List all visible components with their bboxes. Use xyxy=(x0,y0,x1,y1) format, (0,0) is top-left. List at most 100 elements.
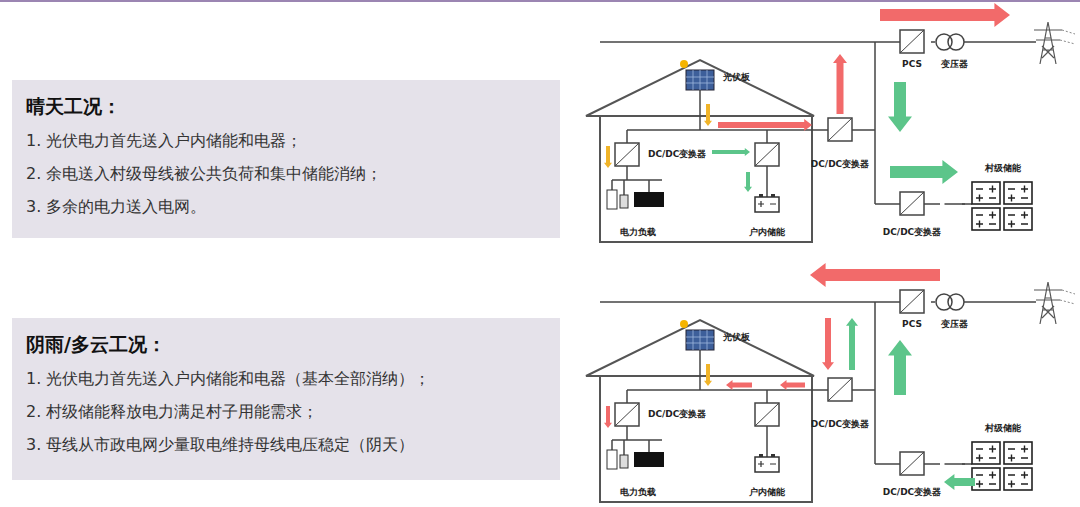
battery-terminal xyxy=(771,194,775,197)
panel-item: 1. 光伏电力首先送入户内储能和电器； xyxy=(26,124,546,157)
description-panel: 晴天工况：1. 光伏电力首先送入户内储能和电器；2. 余电送入村级母线被公共负荷… xyxy=(12,80,560,238)
flow-arrow xyxy=(780,380,805,390)
wire xyxy=(766,426,768,430)
component-label: 光伏板 xyxy=(723,72,750,83)
panel-item: 1. 光伏电力首先送入户内储能和电器（基本全部消纳）； xyxy=(26,362,546,395)
wire xyxy=(852,389,875,391)
wire xyxy=(627,389,828,391)
battery-terminal xyxy=(771,454,775,457)
battery-sign xyxy=(1008,186,1028,202)
wire xyxy=(755,403,779,426)
component-label-box: 光伏板 xyxy=(676,58,752,96)
component-label: PCS xyxy=(902,59,922,70)
converter-symbol xyxy=(900,290,924,313)
battery-icon xyxy=(755,197,779,212)
battery-icon xyxy=(972,468,1000,490)
flow-arrow xyxy=(604,406,612,428)
panel-item: 3. 多余的电力送入电网。 xyxy=(26,190,546,223)
battery-sign xyxy=(976,446,996,462)
component-label: 户内储能 xyxy=(749,227,785,238)
battery-icon xyxy=(972,182,1000,204)
wire xyxy=(924,203,940,205)
tv-icon xyxy=(634,452,664,467)
wire-connector xyxy=(766,170,768,190)
wire-connector xyxy=(945,203,966,205)
flow-arrow xyxy=(944,474,975,490)
transformer-symbol xyxy=(948,294,964,310)
battery-sign xyxy=(758,461,776,467)
wire xyxy=(766,166,768,170)
wire xyxy=(611,180,613,190)
battery-sign xyxy=(976,212,996,228)
wire xyxy=(755,143,779,166)
converter-symbol xyxy=(755,403,779,426)
wire xyxy=(875,203,900,205)
sun-icon xyxy=(680,320,688,328)
wire xyxy=(611,440,613,450)
battery-icon xyxy=(972,208,1000,230)
panel-item: 2. 余电送入村级母线被公共负荷和集中储能消纳； xyxy=(26,157,546,190)
power-line xyxy=(1060,290,1075,304)
component-label: 电力负载 xyxy=(620,487,656,498)
wire xyxy=(699,350,701,390)
battery-sign xyxy=(976,186,996,202)
wire xyxy=(766,450,768,457)
wire xyxy=(766,190,768,197)
converter-symbol xyxy=(900,192,924,215)
wire-connector xyxy=(931,301,935,303)
flow-arrow xyxy=(604,146,612,168)
wire xyxy=(924,463,940,465)
component-label: 村级储能 xyxy=(985,163,1021,174)
pylon-icon xyxy=(1034,282,1062,324)
fridge-icon xyxy=(607,190,617,209)
pv-panel xyxy=(686,330,714,350)
flow-arrow xyxy=(846,318,858,370)
wire xyxy=(612,179,662,181)
converter-symbol xyxy=(828,378,852,401)
wire xyxy=(852,129,875,131)
flow-arrow xyxy=(712,148,750,156)
component-label-box: 电力负载 xyxy=(600,446,676,498)
battery-icon xyxy=(1004,182,1032,204)
component-label-box: DC/DC变换器 xyxy=(880,188,945,238)
house-wall xyxy=(600,376,812,502)
component-label: DC/DC变换器 xyxy=(648,149,706,160)
converter-symbol xyxy=(900,30,924,53)
wire xyxy=(626,426,628,440)
converter-symbol xyxy=(900,452,924,475)
wire xyxy=(900,452,924,475)
component-label: DC/DC变换器 xyxy=(883,227,941,238)
wire xyxy=(600,301,900,303)
description-panel: 阴雨/多云工况：1. 光伏电力首先送入户内储能和电器（基本全部消纳）；2. 村级… xyxy=(12,318,560,480)
flow-arrow xyxy=(822,318,834,370)
component-label: 户内储能 xyxy=(749,487,785,498)
component-label-box: 变压器 xyxy=(935,286,973,330)
tv-icon xyxy=(634,192,664,207)
component-label: 变压器 xyxy=(941,319,968,330)
component-label: DC/DC变换器 xyxy=(883,487,941,498)
converter-symbol xyxy=(828,118,852,141)
wire xyxy=(874,302,876,464)
panel-item: 2. 村级储能释放电力满足村子用能需求； xyxy=(26,395,546,428)
flow-arrow xyxy=(744,172,752,192)
flow-arrow xyxy=(726,380,752,390)
converter-symbol xyxy=(615,403,639,426)
wire xyxy=(648,180,650,192)
wire-connector xyxy=(931,41,935,43)
battery-terminal xyxy=(759,454,763,457)
component-label-box: DC/DC变换器 xyxy=(808,374,872,430)
wire xyxy=(615,143,639,166)
battery-sign xyxy=(1008,212,1028,228)
wire xyxy=(766,390,768,403)
component-label-box: DC/DC变换器 xyxy=(646,138,786,170)
wire xyxy=(623,440,625,455)
component-label-box: 户内储能 xyxy=(742,450,792,498)
component-label-box: 电力负载 xyxy=(600,186,676,238)
wire-connector xyxy=(766,430,768,450)
wire xyxy=(900,30,924,53)
battery-sign xyxy=(758,201,776,207)
component-label-box: DC/DC变换器 xyxy=(808,114,872,170)
flow-arrow xyxy=(888,82,912,132)
wire xyxy=(766,130,768,143)
flow-arrow xyxy=(810,263,940,287)
